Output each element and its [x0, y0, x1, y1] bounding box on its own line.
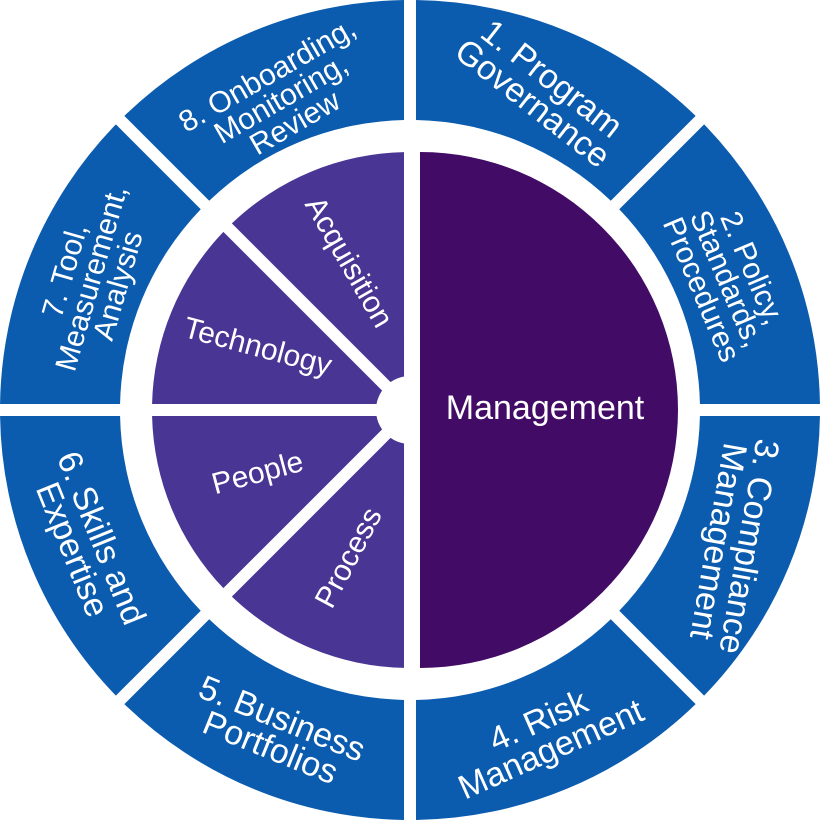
inner-left-segments	[152, 152, 405, 668]
inner-segment-process	[231, 437, 405, 668]
outer-segment-onboarding-monitoring-review	[124, 0, 405, 201]
outer-segment-skills-and-expertise	[0, 415, 201, 696]
outer-segment-program-governance	[415, 0, 696, 201]
outer-segment-risk-management	[415, 619, 696, 820]
outer-segment-business-portfolios	[124, 619, 405, 820]
management-half-circle	[420, 152, 678, 668]
outer-segment-tool-measurement-analysis	[0, 124, 201, 405]
outer-segment-compliance-management	[619, 415, 820, 696]
inner-segment-technology	[152, 231, 383, 405]
inner-segment-people	[152, 415, 383, 589]
management-label: Management	[446, 389, 645, 427]
outer-segment-policy-standards-procedures	[619, 124, 820, 405]
inner-segment-acquisition	[231, 152, 405, 383]
